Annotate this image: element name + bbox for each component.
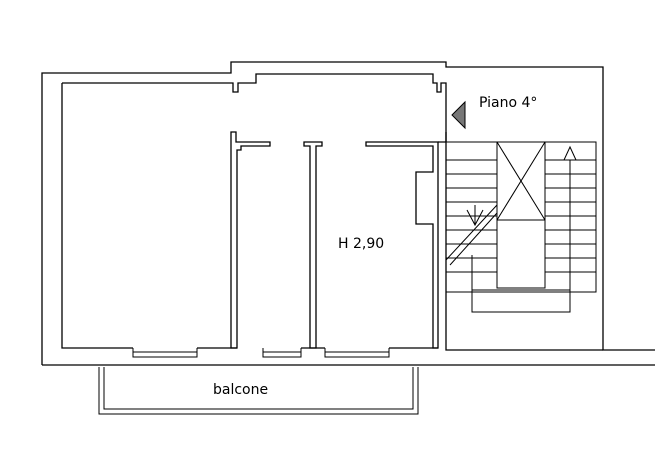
window-right: [324, 348, 390, 358]
partition-room-3: [365, 141, 439, 349]
stair-core-box: [496, 141, 546, 221]
stair-wall: [438, 132, 447, 143]
staircase: [445, 141, 597, 313]
outer-wall: [41, 61, 655, 365]
window-left: [132, 348, 198, 358]
partition-room-1: [230, 131, 271, 349]
stair-lower-line: [471, 290, 571, 313]
inner-wall-left: [61, 83, 133, 349]
inner-wall: [62, 73, 603, 351]
balcony-inner-outline: [103, 367, 414, 410]
stair-void: [496, 142, 546, 289]
direction-marker-icon: [451, 100, 466, 130]
window-middle: [262, 348, 302, 358]
ceiling-height-label: H 2,90: [338, 236, 384, 252]
balcony-outline: [98, 367, 419, 415]
stair-arrow-up: [471, 145, 577, 291]
partition-room-2: [303, 141, 323, 349]
stair-arrow-down: [466, 205, 484, 227]
stair-break-line: [445, 204, 498, 266]
stair-well: [445, 141, 597, 293]
floor-label: Piano 4°: [479, 95, 537, 111]
balcony-label: balcone: [213, 382, 268, 398]
